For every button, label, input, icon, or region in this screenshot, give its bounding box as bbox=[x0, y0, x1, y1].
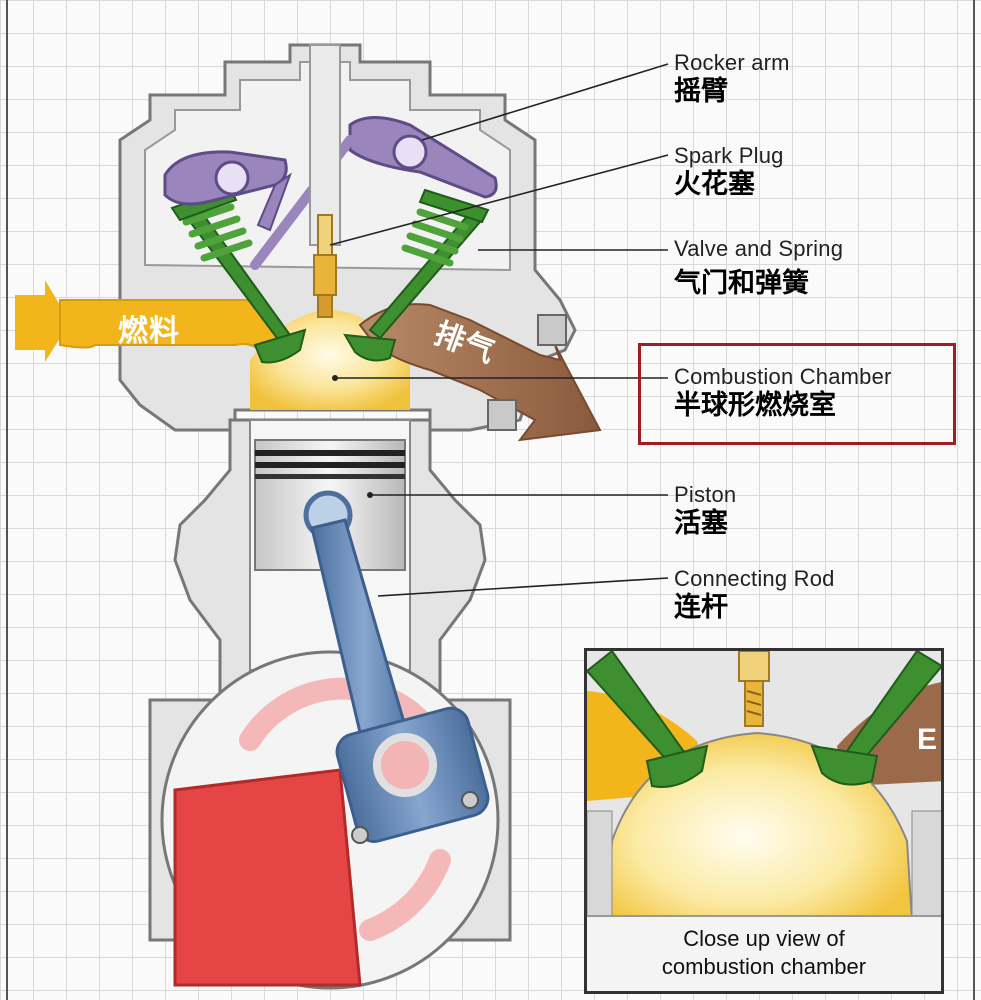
spark-plug bbox=[309, 44, 341, 318]
chamber-point bbox=[332, 375, 338, 381]
inset-spark-plug bbox=[738, 651, 770, 727]
label-valve-spring: Valve and Spring 气门和弹簧 bbox=[674, 238, 843, 297]
label-piston-en: Piston bbox=[674, 482, 737, 507]
highlight-box bbox=[638, 343, 956, 445]
label-piston-zh: 活塞 bbox=[674, 508, 728, 538]
rotation-arrow-lower bbox=[359, 849, 451, 941]
label-combustion-chamber: Combustion Chamber 半球形燃烧室 bbox=[674, 366, 892, 419]
label-combustion-chamber-en: Combustion Chamber bbox=[674, 364, 892, 389]
inset-caption-line2: combustion chamber bbox=[661, 954, 867, 979]
rocker-arm-right bbox=[348, 116, 498, 199]
crank-counterweight bbox=[173, 768, 362, 987]
label-connecting-rod-zh: 连杆 bbox=[674, 592, 728, 622]
label-spark-plug-zh: 火花塞 bbox=[674, 169, 755, 199]
head-bolts bbox=[487, 314, 567, 431]
frame-border bbox=[6, 0, 975, 1000]
leader-lines bbox=[329, 63, 669, 597]
label-valve-spring-zh: 气门和弹簧 bbox=[674, 268, 809, 298]
inset-illustration bbox=[587, 651, 941, 922]
inset-closeup: E Close up view of combustion chamber bbox=[584, 648, 944, 994]
label-connecting-rod: Connecting Rod 连杆 bbox=[674, 568, 835, 621]
exhaust-valve bbox=[343, 213, 482, 362]
leader-rocker bbox=[421, 63, 669, 141]
inset-intake-valve bbox=[587, 651, 709, 788]
inset-edge-letter: E bbox=[917, 723, 939, 756]
rocker-arm-left bbox=[163, 150, 292, 232]
inset-exhaust-valve bbox=[810, 651, 941, 786]
inset-caption: Close up view of combustion chamber bbox=[587, 915, 941, 991]
label-rocker-arm-en: Rocker arm bbox=[674, 50, 790, 75]
exhaust-spring bbox=[401, 188, 490, 267]
rod-big-end bbox=[335, 706, 490, 844]
label-valve-spring-en: Valve and Spring bbox=[674, 236, 844, 261]
label-connecting-rod-en: Connecting Rod bbox=[674, 566, 835, 591]
fuel-label: 燃料 bbox=[118, 315, 180, 348]
piston-point bbox=[367, 492, 373, 498]
inset-caption-line1: Close up view of bbox=[683, 926, 845, 951]
leader-spark bbox=[329, 154, 669, 246]
leader-rod bbox=[377, 577, 669, 597]
label-piston: Piston 活塞 bbox=[674, 484, 736, 537]
label-rocker-arm: Rocker arm 摇臂 bbox=[674, 52, 790, 105]
label-rocker-arm-zh: 摇臂 bbox=[674, 76, 728, 106]
label-spark-plug: Spark Plug 火花塞 bbox=[674, 145, 784, 198]
label-spark-plug-en: Spark Plug bbox=[674, 143, 784, 168]
label-combustion-chamber-zh: 半球形燃烧室 bbox=[674, 390, 836, 420]
